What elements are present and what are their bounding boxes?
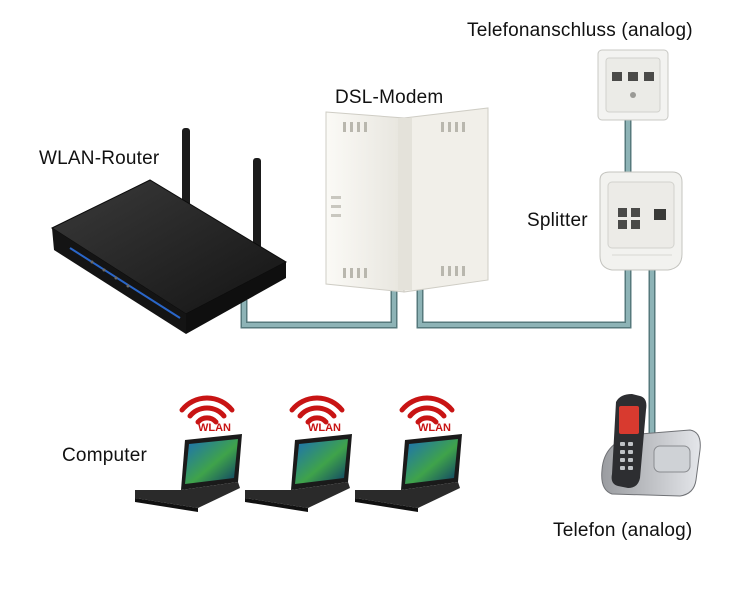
label-telefon: Telefon (analog) <box>553 520 693 541</box>
label-computer: Computer <box>62 445 148 466</box>
wlan-badge-2: WLAN <box>308 422 341 434</box>
wlan-router-icon <box>50 128 288 334</box>
cable-router-to-modem <box>240 285 398 329</box>
splitter-icon <box>599 171 683 271</box>
label-wlan-router: WLAN-Router <box>39 148 160 169</box>
wlan-badge-3: WLAN <box>418 422 451 434</box>
wlan-signal-1 <box>179 395 235 425</box>
laptop-icon-1 <box>135 434 242 512</box>
wlan-signal-2 <box>289 395 345 425</box>
label-splitter: Splitter <box>527 210 588 231</box>
laptop-icon-3 <box>355 434 462 512</box>
antenna-right-icon <box>253 158 261 268</box>
wall-socket-icon <box>597 49 669 121</box>
dsl-modem-icon <box>325 107 489 293</box>
wlan-badge-1: WLAN <box>198 422 231 434</box>
wlan-signal-3 <box>399 395 455 425</box>
cables <box>240 120 656 460</box>
label-telefonanschluss: Telefonanschluss (analog) <box>467 20 693 41</box>
laptop-icon-2 <box>245 434 352 512</box>
telephone-icon <box>601 394 701 497</box>
antenna-left-icon <box>182 128 190 208</box>
label-dsl-modem: DSL-Modem <box>335 87 444 108</box>
